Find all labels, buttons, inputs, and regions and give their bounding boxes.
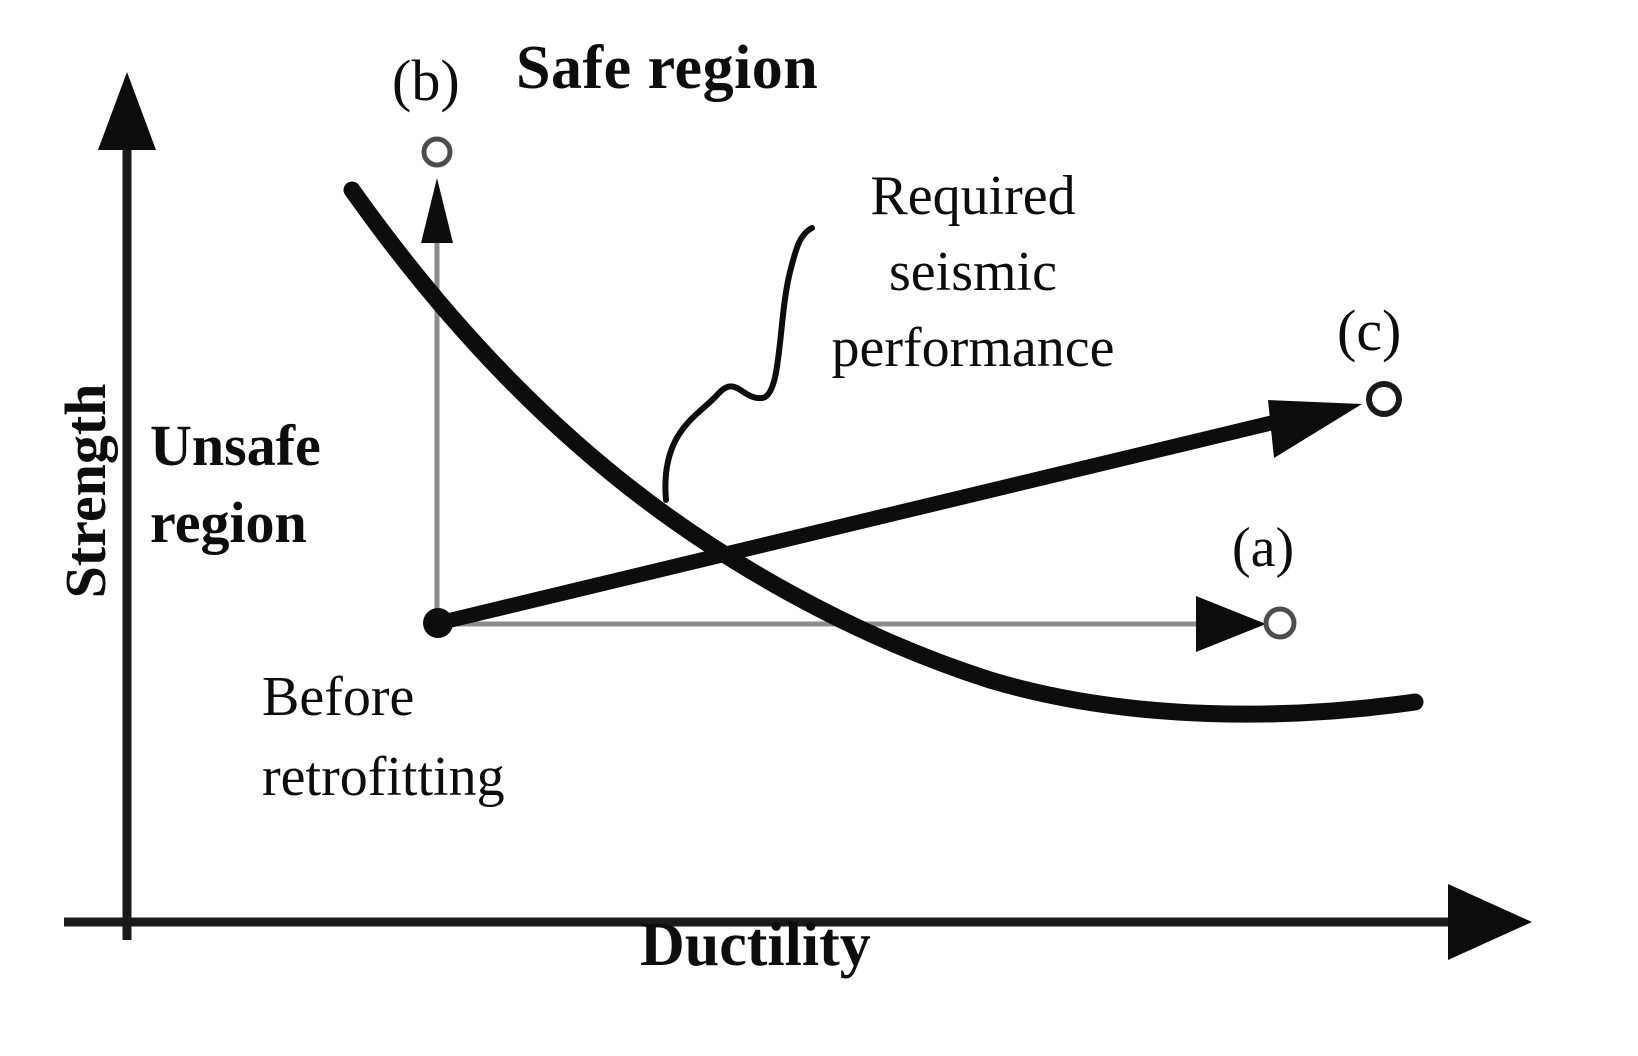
safe-region-label: Safe region (516, 34, 819, 102)
required-performance-curve (343, 181, 1424, 723)
series-b-strength-arrow (421, 136, 453, 624)
series-b-arrowhead (421, 178, 453, 243)
callout-label-a: (a) (1232, 517, 1295, 579)
marker-a-open-circle (1263, 606, 1297, 640)
marker-b-open-circle (421, 136, 453, 168)
series-c-arrowhead (1268, 400, 1362, 458)
x-axis-label: Ductility (640, 911, 871, 979)
y-axis-label: Strength (53, 383, 118, 599)
y-axis-arrowhead (98, 72, 156, 150)
series-a-arrowhead (1196, 596, 1266, 652)
x-axis (64, 884, 1532, 960)
series-a-ductility-arrow (437, 596, 1297, 652)
callout-label-b: (b) (392, 48, 460, 113)
x-axis-arrowhead (1448, 884, 1532, 960)
marker-before-retrofitting-filled-circle (423, 608, 453, 638)
required-performance-leader-squiggle (662, 225, 815, 503)
before-retrofitting-label: Before retrofitting (262, 666, 505, 808)
y-axis (98, 72, 156, 940)
series-c-combined-arrow (435, 381, 1402, 630)
marker-c-open-circle (1366, 381, 1402, 417)
required-seismic-performance-label: Required seismic performance (831, 165, 1115, 380)
callout-label-c: (c) (1337, 298, 1402, 363)
unsafe-region-label: Unsafe region (150, 413, 321, 555)
